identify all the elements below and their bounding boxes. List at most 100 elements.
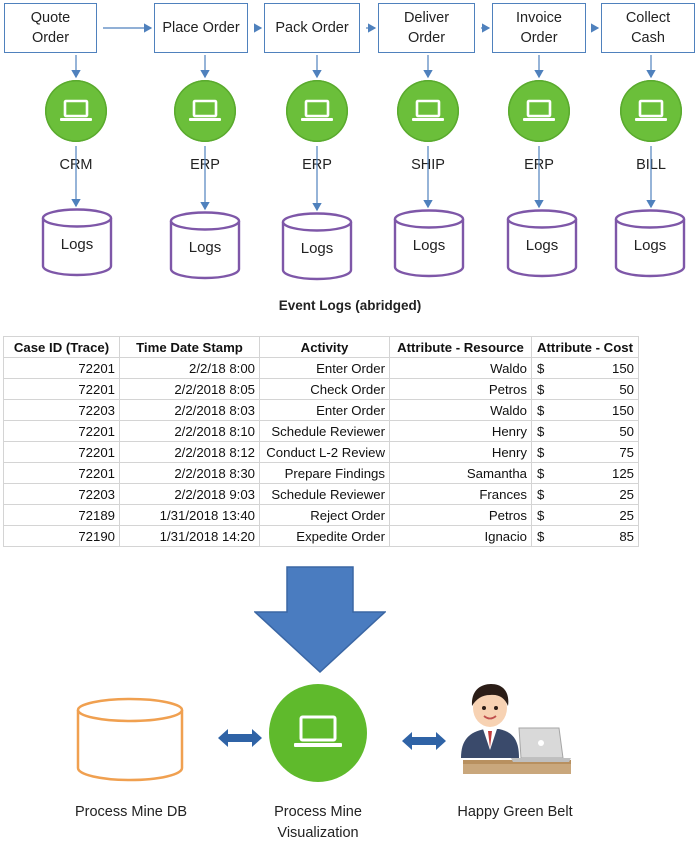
database-icon [41, 208, 113, 277]
table-cell: Expedite Order [259, 525, 390, 547]
flow-step-box: Invoice Order [492, 3, 586, 53]
currency-symbol: $ [537, 486, 545, 502]
table-cell: Ignacio [389, 525, 532, 547]
cost-cell: $50 [531, 378, 639, 400]
laptop-icon [189, 99, 221, 121]
database-icon [281, 212, 353, 281]
cost-cell: $125 [531, 462, 639, 484]
database-icon [169, 211, 241, 280]
table-cell: 72201 [3, 441, 120, 463]
column-header: Attribute - Cost [531, 336, 639, 358]
table-cell: Petros [389, 378, 532, 400]
laptop-icon [523, 99, 555, 121]
laptop-icon [412, 99, 444, 121]
column-header: Attribute - Resource [389, 336, 532, 358]
table-cell: 72203 [3, 483, 120, 505]
process-mine-db-label: Process Mine DB [74, 804, 187, 820]
logs-database: Logs [506, 209, 578, 279]
cost-value: 150 [611, 402, 634, 418]
system-icon [620, 80, 682, 142]
laptop-icon [301, 99, 333, 121]
table-cell: Schedule Reviewer [259, 420, 390, 442]
cost-value: 125 [611, 465, 634, 481]
table-cell: Reject Order [259, 504, 390, 526]
cost-value: 50 [619, 423, 634, 439]
logs-label: Logs [412, 237, 446, 254]
event-logs-title: Event Logs (abridged) [278, 298, 422, 313]
table-cell: Check Order [259, 378, 390, 400]
flow-step-box: Collect Cash [601, 3, 695, 53]
table-cell: Conduct L-2 Review [259, 441, 390, 463]
cost-cell: $50 [531, 420, 639, 442]
currency-symbol: $ [537, 507, 545, 523]
logs-database: Logs [393, 209, 465, 279]
process-mine-visualization-label: Process Mine Visualization [274, 804, 362, 841]
table-cell: 72201 [3, 378, 120, 400]
cost-cell: $150 [531, 399, 639, 421]
process-mine-db-icon [76, 697, 184, 782]
laptop-icon [294, 715, 342, 747]
table-cell: 2/2/2018 8:03 [119, 399, 260, 421]
flow-step-box: Quote Order [4, 3, 97, 53]
table-cell: Henry [389, 420, 532, 442]
cost-value: 25 [619, 486, 634, 502]
table-cell: Waldo [389, 399, 532, 421]
cost-cell: $75 [531, 441, 639, 463]
logs-database: Logs [281, 212, 353, 282]
cost-value: 75 [619, 444, 634, 460]
system-icon [174, 80, 236, 142]
currency-symbol: $ [537, 402, 545, 418]
table-cell: Enter Order [259, 399, 390, 421]
logs-label: Logs [525, 237, 559, 254]
column-header: Activity [259, 336, 390, 358]
table-cell: 2/2/2018 8:30 [119, 462, 260, 484]
table-cell: 72189 [3, 504, 120, 526]
happy-green-belt-person-icon [461, 684, 571, 774]
cost-cell: $25 [531, 483, 639, 505]
table-cell: Enter Order [259, 357, 390, 379]
flow-step-box: Place Order [154, 3, 248, 53]
currency-symbol: $ [537, 528, 545, 544]
database-icon [506, 209, 578, 278]
table-cell: Prepare Findings [259, 462, 390, 484]
table-cell: 2/2/2018 9:03 [119, 483, 260, 505]
double-arrow-left [218, 729, 262, 747]
currency-symbol: $ [537, 381, 545, 397]
table-cell: 2/2/18 8:00 [119, 357, 260, 379]
currency-symbol: $ [537, 360, 545, 376]
column-header: Case ID (Trace) [3, 336, 120, 358]
double-arrow-right [402, 732, 446, 750]
logs-database: Logs [169, 211, 241, 281]
table-cell: 72201 [3, 357, 120, 379]
cost-value: 25 [619, 507, 634, 523]
database-icon [393, 209, 465, 278]
process-mine-visualization-icon [269, 684, 367, 782]
logs-database: Logs [41, 208, 113, 278]
system-icon [508, 80, 570, 142]
cost-value: 85 [619, 528, 634, 544]
big-down-arrow [254, 566, 386, 674]
table-cell: 72203 [3, 399, 120, 421]
table-cell: Waldo [389, 357, 532, 379]
system-icon [397, 80, 459, 142]
system-icon [45, 80, 107, 142]
table-cell: Petros [389, 504, 532, 526]
table-cell: Henry [389, 441, 532, 463]
cost-cell: $150 [531, 357, 639, 379]
happy-green-belt-label: Happy Green Belt [457, 804, 573, 820]
table-cell: Samantha [389, 462, 532, 484]
logs-database: Logs [614, 209, 686, 279]
table-cell: 72190 [3, 525, 120, 547]
currency-symbol: $ [537, 444, 545, 460]
table-cell: 2/2/2018 8:12 [119, 441, 260, 463]
table-cell: 2/2/2018 8:05 [119, 378, 260, 400]
